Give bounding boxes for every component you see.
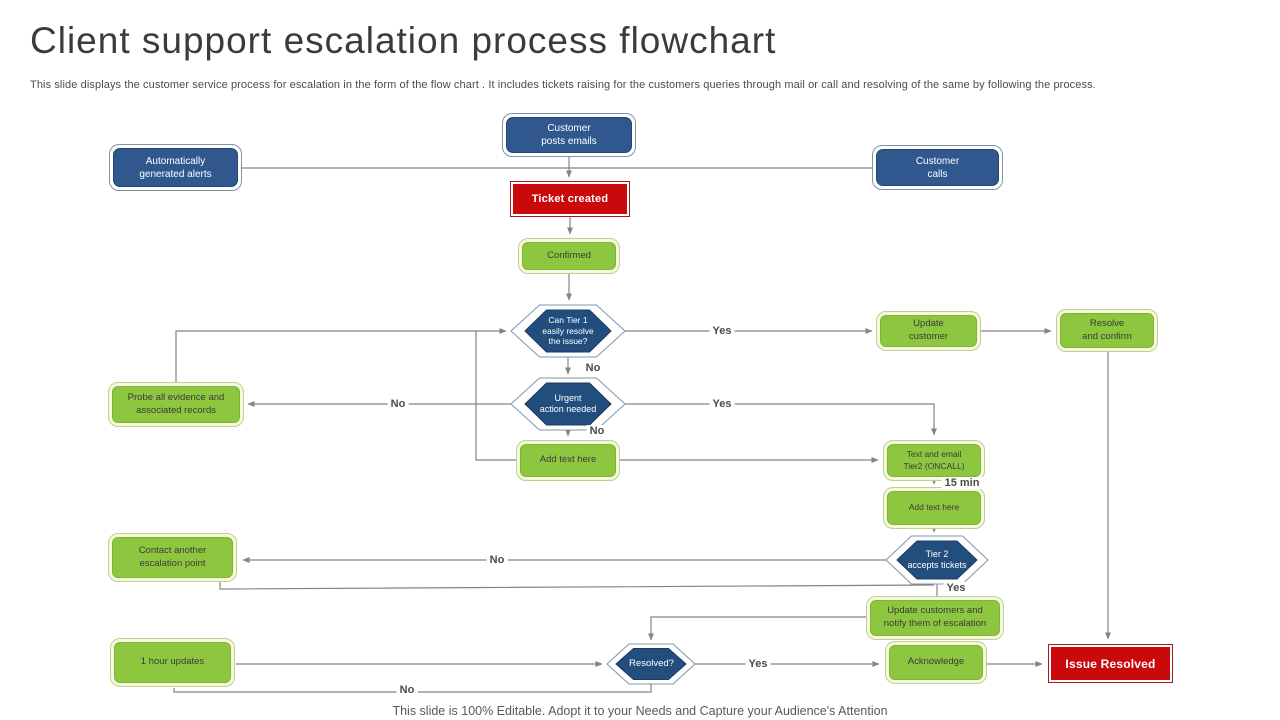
decision-urgent-label: Urgent action needed [539,392,597,414]
node-contact-escalation-point: Contact another escalation point [108,533,237,582]
node-label: Acknowledge [889,645,983,680]
decision-urgent-shape [510,377,626,431]
edge-label-urgent-no-left: No [387,398,409,410]
decision-tier2-label: Tier 2 accepts tickets [907,548,967,570]
node-issue-resolved: Issue Resolved [1048,644,1173,683]
node-label: Add text here [520,444,616,477]
node-update-customer: Update customer [876,311,981,351]
node-label: 1 hour updates [114,642,231,683]
edge-label-tier2-yes: Yes [943,582,969,594]
node-label: Customer calls [876,149,999,186]
edge-label-urgent-no-down: No [586,425,608,437]
edge-addtext-loop-tier1 [475,331,516,461]
node-customer-posts-emails: Customer posts emails [502,113,636,157]
edge-probe-to-tier1 [175,328,507,382]
node-text-email-tier2: Text and email Tier2 (ONCALL) [883,440,985,481]
page-subtitle: This slide displays the customer service… [30,79,1096,91]
node-label: Ticket created [513,184,627,214]
node-label: Add text here [887,491,981,525]
decision-resolved-shape [606,643,696,685]
footer-note: This slide is 100% Editable. Adopt it to… [392,704,888,718]
edge-label-tier1-yes: Yes [709,325,735,337]
node-automatically-generated-alerts: Automatically generated alerts [109,144,242,191]
node-acknowledge: Acknowledge [885,641,987,684]
decision-tier1-label: Can Tier 1 easily resolve the issue? [542,315,594,347]
node-label: Automatically generated alerts [113,148,238,187]
edge-label-tier1-no: No [582,362,604,374]
edge-label-tier2-no: No [486,554,508,566]
node-one-hour-updates: 1 hour updates [110,638,235,687]
node-add-text-2: Add text here [883,487,985,529]
edge-label-15-min: 15 min [941,477,983,489]
edge-label-resolved-yes: Yes [745,658,771,670]
decision-tier1-shape [510,304,626,358]
decision-tier2-shape [885,535,989,585]
edge-urgent-yes-text-email [625,403,937,436]
node-resolve-and-confirm: Resolve and confirm [1056,309,1158,352]
edge-update-customers-to-resolved [648,616,866,641]
node-label: Confirmed [522,242,616,270]
node-label: Update customer [880,315,977,347]
node-label: Resolve and confirm [1060,313,1154,348]
node-label: Contact another escalation point [112,537,233,578]
page-title: Client support escalation process flowch… [30,20,777,61]
node-confirmed: Confirmed [518,238,620,274]
edge-contact-to-update-customers [219,582,935,590]
node-label: Issue Resolved [1051,647,1170,680]
node-label: Customer posts emails [506,117,632,153]
node-probe-evidence: Probe all evidence and associated record… [108,382,244,427]
node-customer-calls: Customer calls [872,145,1003,190]
node-label: Text and email Tier2 (ONCALL) [887,444,981,477]
node-label: Update customers and notify them of esca… [870,600,1000,636]
node-label: Probe all evidence and associated record… [112,386,240,423]
node-ticket-created: Ticket created [510,181,630,217]
decision-resolved-label: Resolved? [629,658,674,670]
node-update-customers-notify: Update customers and notify them of esca… [866,596,1004,640]
node-add-text-1: Add text here [516,440,620,481]
edge-label-resolved-no: No [396,684,418,696]
edge-label-urgent-yes: Yes [709,398,735,410]
